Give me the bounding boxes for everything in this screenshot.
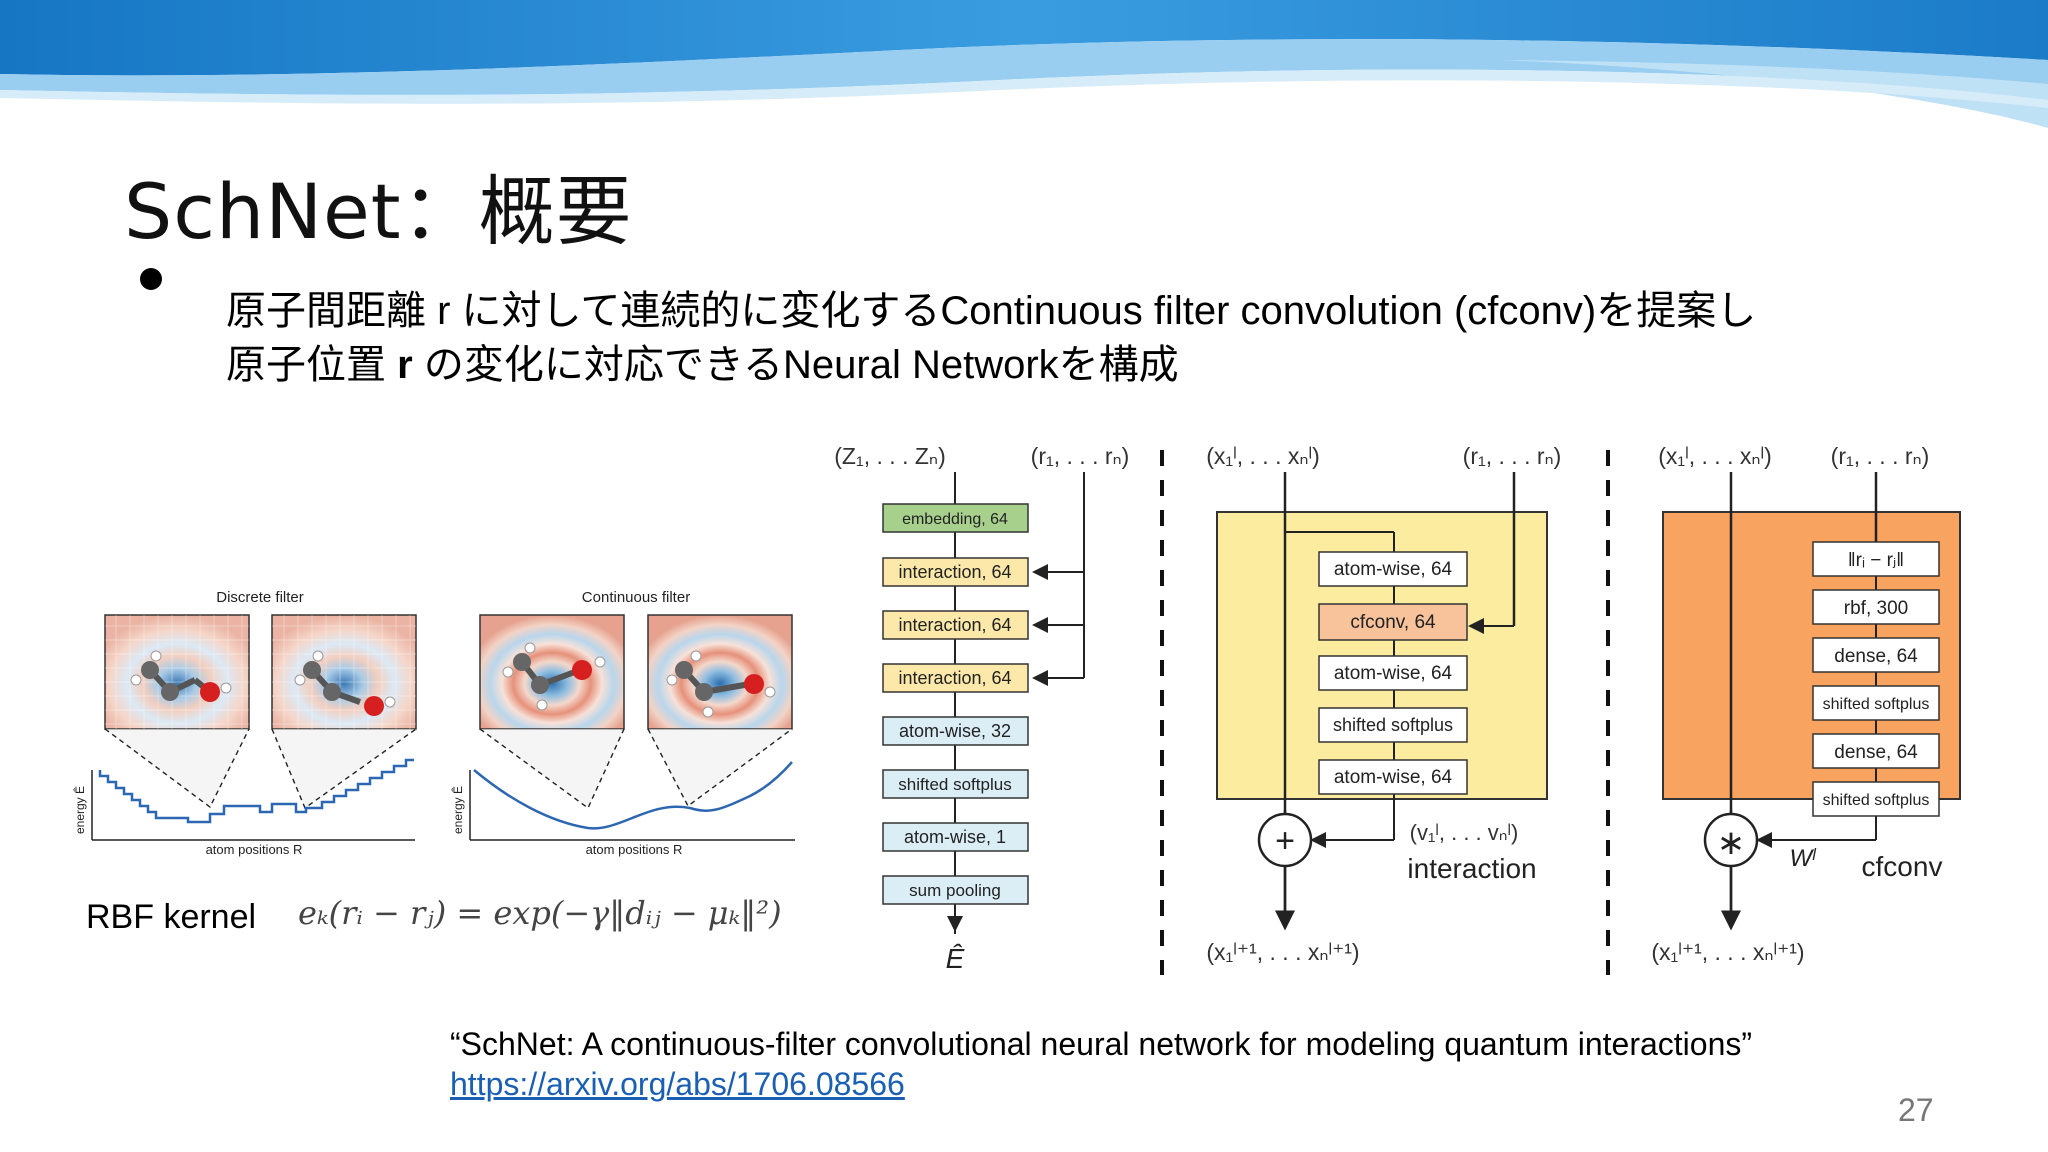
continuous-filter-image-2 bbox=[647, 614, 793, 730]
cfconv-output: (x₁ˡ⁺¹, . . . xₙˡ⁺¹) bbox=[1651, 939, 1804, 965]
cfconv-layer-rbf: rbf, 300 bbox=[1812, 589, 1940, 625]
svg-text:+: + bbox=[1275, 822, 1295, 860]
network-layer-interaction-2: interaction, 64 bbox=[882, 610, 1029, 640]
cfconv-layer-softplus-2: shifted softplus bbox=[1812, 781, 1940, 817]
slide-title: SchNet：概要 bbox=[124, 167, 633, 256]
svg-text:atom-wise, 64: atom-wise, 64 bbox=[1334, 663, 1453, 684]
svg-text:interaction, 64: interaction, 64 bbox=[898, 668, 1011, 688]
cfconv-input-x: (x₁ˡ, . . . xₙˡ) bbox=[1658, 443, 1772, 469]
svg-text:atom-wise, 1: atom-wise, 1 bbox=[904, 827, 1006, 847]
svg-text:cfconv, 64: cfconv, 64 bbox=[1350, 612, 1436, 633]
svg-text:shifted softplus: shifted softplus bbox=[1823, 792, 1930, 809]
svg-text:dense, 64: dense, 64 bbox=[1834, 646, 1918, 667]
discrete-xlabel: atom positions R bbox=[206, 842, 303, 857]
network-layer-interaction-3: interaction, 64 bbox=[882, 663, 1029, 693]
svg-text:∗: ∗ bbox=[1717, 824, 1746, 862]
svg-text:interaction, 64: interaction, 64 bbox=[898, 562, 1011, 582]
cfconv-layer-softplus-1: shifted softplus bbox=[1812, 685, 1940, 721]
discrete-energy-plot: energy Ê atom positions R bbox=[72, 758, 415, 857]
bullet-line-1: 原子間距離 r に対して連続的に変化するContinuous filter co… bbox=[226, 289, 1757, 333]
paper-citation: “SchNet: A continuous-filter convolution… bbox=[450, 1026, 1753, 1062]
discrete-filter-image-2 bbox=[271, 614, 417, 730]
bullet-icon bbox=[140, 268, 162, 290]
cfconv-w-label: Wˡ bbox=[1790, 845, 1818, 872]
network-layer-atomwise-1: atom-wise, 1 bbox=[882, 822, 1029, 852]
interaction-input-r: (r₁, . . . rₙ) bbox=[1463, 443, 1562, 469]
interaction-layer-atomwise-3: atom-wise, 64 bbox=[1318, 759, 1468, 795]
cfconv-block: (x₁ˡ, . . . xₙˡ) (r₁, . . . rₙ) ‖rᵢ − rⱼ… bbox=[1651, 443, 1961, 965]
interaction-v-label: (v₁ˡ, . . . vₙˡ) bbox=[1410, 820, 1519, 845]
interaction-output: (x₁ˡ⁺¹, . . . xₙˡ⁺¹) bbox=[1206, 939, 1359, 965]
cfconv-layer-distance: ‖rᵢ − rⱼ‖ bbox=[1812, 541, 1940, 577]
rbf-kernel-formula: eₖ(rᵢ − rⱼ) = exp(−γ‖dᵢⱼ − μₖ‖²) bbox=[298, 894, 782, 932]
svg-text:dense, 64: dense, 64 bbox=[1834, 742, 1918, 763]
rbf-kernel-label: RBF kernel bbox=[86, 898, 257, 936]
arxiv-link[interactable]: https://arxiv.org/abs/1706.08566 bbox=[450, 1066, 905, 1102]
network-layer-atomwise-32: atom-wise, 32 bbox=[882, 716, 1029, 746]
cfconv-input-r: (r₁, . . . rₙ) bbox=[1831, 443, 1930, 469]
conv-star-node: ∗ bbox=[1703, 812, 1759, 868]
interaction-input-x: (x₁ˡ, . . . xₙˡ) bbox=[1206, 443, 1320, 469]
interaction-layer-cfconv: cfconv, 64 bbox=[1318, 603, 1468, 641]
svg-text:embedding, 64: embedding, 64 bbox=[902, 511, 1008, 528]
svg-text:interaction, 64: interaction, 64 bbox=[898, 615, 1011, 635]
interaction-layer-shifted-softplus: shifted softplus bbox=[1318, 707, 1468, 743]
interaction-layer-atomwise-2: atom-wise, 64 bbox=[1318, 655, 1468, 691]
bullet-line-2-bold: r bbox=[397, 343, 413, 387]
network-input-z: (Z₁, . . . Zₙ) bbox=[834, 443, 945, 469]
svg-text:‖rᵢ − rⱼ‖: ‖rᵢ − rⱼ‖ bbox=[1848, 550, 1904, 571]
svg-text:atom-wise, 64: atom-wise, 64 bbox=[1334, 767, 1453, 788]
continuous-xlabel: atom positions R bbox=[586, 842, 683, 857]
svg-text:atom-wise, 32: atom-wise, 32 bbox=[899, 721, 1011, 741]
page-number: 27 bbox=[1898, 1092, 1934, 1128]
interaction-block: (x₁ˡ, . . . xₙˡ) (r₁, . . . rₙ) atom-wis… bbox=[1206, 443, 1561, 965]
bullet-line-2: 原子位置 r の変化に対応できるNeural Networkを構成 bbox=[226, 332, 1179, 390]
svg-text:shifted softplus: shifted softplus bbox=[898, 775, 1011, 794]
cfconv-block-label: cfconv bbox=[1862, 851, 1943, 882]
continuous-filter-title: Continuous filter bbox=[582, 589, 690, 606]
continuous-ylabel: energy Ê bbox=[450, 786, 465, 834]
cfconv-layer-dense-1: dense, 64 bbox=[1812, 637, 1940, 673]
continuous-energy-plot: energy Ê atom positions R bbox=[450, 761, 795, 857]
schnet-diagram: Discrete filter Continuous filter bbox=[72, 443, 1961, 975]
svg-text:rbf, 300: rbf, 300 bbox=[1844, 598, 1908, 619]
network-layer-sum-pooling: sum pooling bbox=[882, 875, 1029, 905]
bullet-line-2-post: の変化に対応できるNeural Networkを構成 bbox=[412, 343, 1179, 387]
network-architecture: (Z₁, . . . Zₙ) (r₁, . . . rₙ) embedding,… bbox=[834, 443, 1129, 974]
svg-text:shifted softplus: shifted softplus bbox=[1333, 715, 1453, 735]
cfconv-layer-dense-2: dense, 64 bbox=[1812, 733, 1940, 769]
network-layer-embedding: embedding, 64 bbox=[882, 503, 1029, 533]
continuous-filter-image-1 bbox=[479, 614, 625, 730]
plus-node: + bbox=[1257, 812, 1313, 868]
discrete-filter-image-1 bbox=[104, 614, 250, 730]
svg-text:sum pooling: sum pooling bbox=[909, 881, 1001, 900]
interaction-layer-atomwise-1: atom-wise, 64 bbox=[1318, 551, 1468, 587]
bullet-line-2-pre: 原子位置 bbox=[226, 343, 398, 387]
discrete-filter-title: Discrete filter bbox=[216, 589, 304, 606]
discrete-ylabel: energy Ê bbox=[72, 786, 87, 834]
network-layer-shifted-softplus: shifted softplus bbox=[882, 769, 1029, 799]
svg-text:atom-wise, 64: atom-wise, 64 bbox=[1334, 559, 1453, 580]
filters-panel: Discrete filter Continuous filter bbox=[72, 589, 795, 857]
network-output: Ê bbox=[946, 943, 965, 974]
interaction-block-label: interaction bbox=[1407, 853, 1536, 884]
network-layer-interaction-1: interaction, 64 bbox=[882, 557, 1029, 587]
header-wave bbox=[0, 0, 2048, 128]
svg-text:shifted softplus: shifted softplus bbox=[1823, 696, 1930, 713]
network-input-r: (r₁, . . . rₙ) bbox=[1031, 443, 1130, 469]
zoom-lines bbox=[104, 728, 793, 810]
